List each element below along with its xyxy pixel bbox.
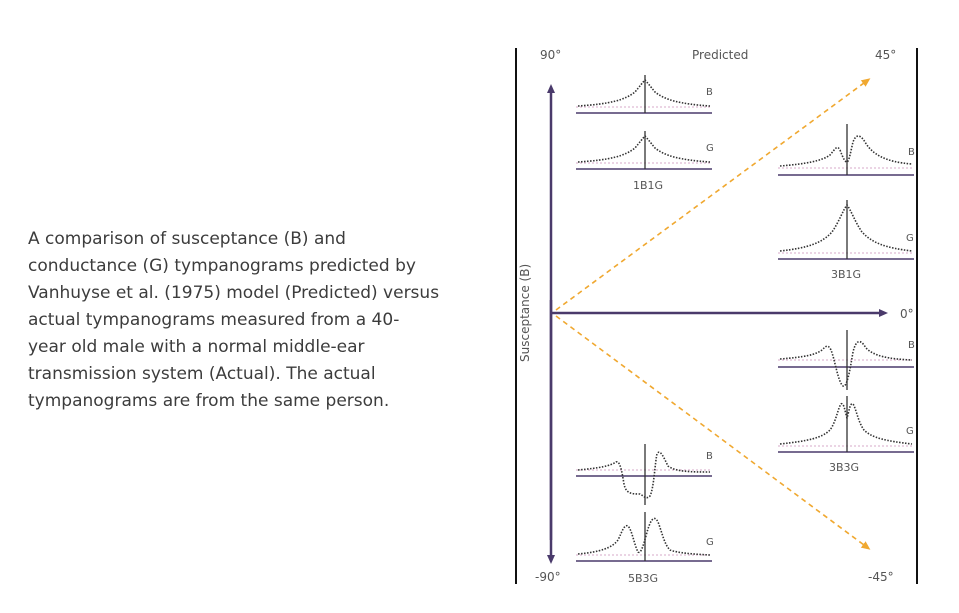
b-curve (779, 135, 913, 167)
b-label: B (706, 87, 713, 98)
diagram-title: Predicted (692, 48, 748, 62)
caption-line: actual tympanograms measured from a 40- (28, 310, 400, 330)
panel-5b3g-g-plot: G (576, 512, 714, 562)
angle-label-minus-90: -90° (535, 570, 561, 584)
g-label: G (906, 233, 914, 244)
caption-line: year old male with a normal middle-ear (28, 337, 365, 357)
panel-1b1g-g-plot: G (576, 131, 714, 170)
caption-line: transmission system (Actual). The actual (28, 364, 376, 384)
diagonal-minus-45-line (555, 315, 871, 550)
g-curve (779, 402, 913, 445)
panel-code-label: 1B1G (633, 179, 663, 192)
b-curve (779, 340, 913, 387)
g-curve (577, 517, 711, 556)
g-label: G (906, 426, 914, 437)
panel-3b1g-b-plot: B (778, 124, 915, 176)
g-label: G (706, 537, 714, 548)
caption-line: Vanhuyse et al. (1975) model (Predicted)… (28, 283, 440, 303)
panel-3b3g: B G 3B3G (778, 330, 915, 474)
panel-code-label: 5B3G (628, 572, 658, 585)
panel-3b1g: B G 3B1G (778, 124, 915, 281)
g-curve (779, 203, 913, 252)
angle-label-90: 90° (540, 48, 561, 62)
b-curve (577, 451, 711, 499)
panel-1b1g: B G 1B1G (576, 75, 714, 192)
angle-label-minus-45: -45° (868, 570, 894, 584)
diagonal-45-line (555, 78, 871, 311)
panel-5b3g: B G 5B3G (576, 444, 714, 585)
b-curve (577, 78, 711, 107)
panel-3b3g-b-plot: B (778, 330, 915, 390)
g-curve (577, 134, 711, 163)
caption-line: tympanograms are from the same person. (28, 391, 390, 411)
b-label: B (908, 147, 915, 158)
panel-code-label: 3B3G (829, 461, 859, 474)
angle-label-45: 45° (875, 48, 896, 62)
b-label: B (908, 340, 915, 351)
g-label: G (706, 143, 714, 154)
panel-3b3g-g-plot: G (778, 396, 914, 453)
panel-code-label: 3B1G (831, 268, 861, 281)
panel-5b3g-b-plot: B (576, 444, 713, 505)
y-axis-label: Susceptance (B) (518, 264, 532, 362)
figure-caption: A comparison of susceptance (B) and cond… (28, 226, 478, 415)
panel-3b1g-g-plot: G (778, 200, 914, 260)
caption-line: A comparison of susceptance (B) and (28, 229, 346, 249)
caption-line: conductance (G) tympanograms predicted b… (28, 256, 416, 276)
angle-label-0: 0° (900, 307, 914, 321)
b-label: B (706, 451, 713, 462)
panel-1b1g-b-plot: B (576, 75, 713, 114)
